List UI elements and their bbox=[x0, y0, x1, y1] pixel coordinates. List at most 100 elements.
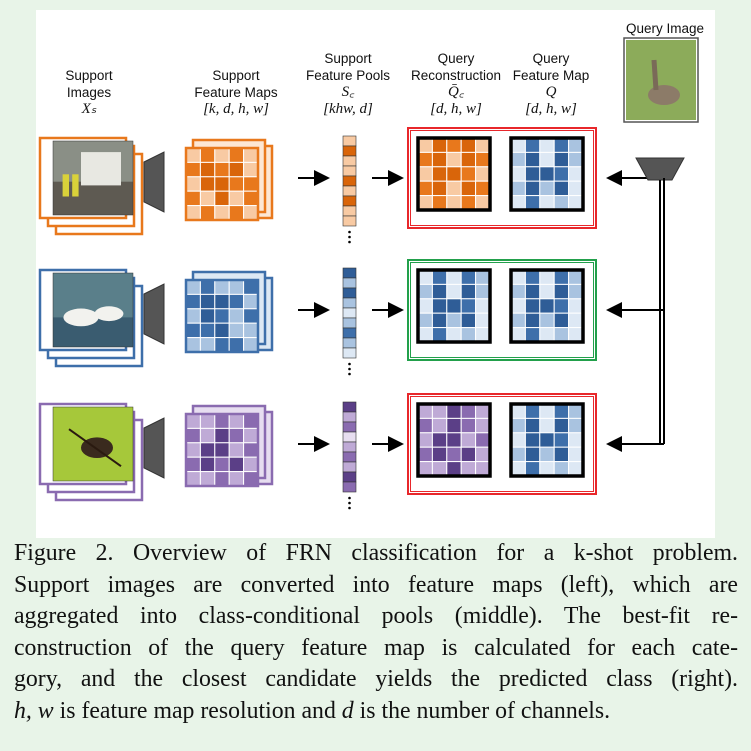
feature-cell bbox=[510, 446, 526, 463]
feature-cell bbox=[214, 442, 230, 458]
feature-cell bbox=[431, 151, 448, 168]
feature-cell bbox=[510, 403, 526, 419]
feature-cell bbox=[199, 471, 216, 487]
feature-cell bbox=[524, 327, 541, 343]
feature-cell bbox=[475, 403, 491, 419]
pool-cell bbox=[342, 421, 357, 433]
caption-math-hw: h, w bbox=[14, 697, 54, 724]
feature-cell bbox=[524, 180, 541, 197]
feature-cell bbox=[475, 195, 491, 211]
pool-cell bbox=[342, 431, 357, 443]
grid-border bbox=[509, 402, 585, 478]
feature-cell bbox=[417, 137, 433, 153]
ellipsis-dot bbox=[348, 496, 351, 500]
label-query-feature-map: Query Feature Map Q [d, h, w] bbox=[506, 50, 596, 118]
feature-cell bbox=[214, 427, 230, 444]
feature-cell bbox=[460, 151, 477, 168]
feature-cell bbox=[553, 180, 570, 197]
feature-cell bbox=[228, 190, 245, 207]
feature-cell bbox=[214, 293, 230, 310]
feature-cell bbox=[185, 176, 201, 192]
feature-cell bbox=[553, 166, 570, 182]
ellipsis-dot bbox=[348, 372, 351, 376]
query-reconstruction-map bbox=[416, 402, 492, 478]
feature-cell bbox=[228, 322, 245, 339]
ellipsis-dot bbox=[348, 501, 351, 505]
pool-cell bbox=[342, 215, 357, 227]
label-shape: [khw, d] bbox=[323, 101, 373, 117]
feature-cell bbox=[553, 327, 570, 343]
feature-cell bbox=[214, 279, 230, 295]
pool-cell bbox=[342, 317, 357, 329]
feature-cell bbox=[228, 427, 245, 444]
query-encoder-icon bbox=[635, 157, 685, 181]
ellipsis-dot bbox=[348, 362, 351, 366]
frn-diagram bbox=[38, 37, 699, 510]
query-reconstruction-map bbox=[416, 268, 492, 344]
grid-border bbox=[509, 268, 585, 344]
feature-cell bbox=[199, 190, 216, 207]
feature-cell bbox=[524, 417, 541, 434]
query-photo-bg bbox=[626, 40, 696, 120]
feature-cell bbox=[431, 283, 448, 300]
label-line: Reconstruction bbox=[410, 68, 502, 83]
feature-cell bbox=[431, 180, 448, 197]
feature-cell bbox=[446, 312, 462, 329]
feature-cell bbox=[185, 279, 201, 295]
result-box bbox=[407, 393, 597, 495]
feature-cell bbox=[475, 180, 491, 197]
feature-cell bbox=[199, 176, 216, 192]
feature-cell bbox=[539, 446, 555, 463]
query-reconstruction-map bbox=[416, 136, 492, 212]
beetle-photo bbox=[52, 406, 134, 482]
pool-cell bbox=[342, 461, 357, 473]
ellipsis-dot bbox=[348, 506, 351, 510]
feature-cell bbox=[417, 327, 433, 343]
label-line: Support bbox=[212, 68, 260, 83]
feature-cell bbox=[431, 446, 448, 463]
feature-cell bbox=[475, 312, 491, 329]
feature-cell bbox=[539, 137, 555, 153]
feature-cell bbox=[214, 413, 230, 429]
feature-cell bbox=[510, 195, 526, 211]
feature-cell bbox=[228, 413, 245, 429]
feature-cell bbox=[510, 312, 526, 329]
feature-cell bbox=[539, 417, 555, 434]
figure-panel: Support Images Xₛ Support Feature Maps [… bbox=[36, 10, 715, 538]
feature-cell bbox=[417, 269, 433, 285]
feature-cell bbox=[539, 269, 555, 285]
caption-line-6: h, w is feature map resolution and d is … bbox=[14, 696, 738, 728]
feature-cell bbox=[539, 432, 555, 448]
pool-cell bbox=[342, 297, 357, 309]
feature-cell bbox=[524, 298, 541, 314]
feature-cell bbox=[214, 205, 230, 221]
feature-cell bbox=[214, 190, 230, 207]
label-support-feature-pools: Support Feature Pools S꜀ [khw, d] bbox=[298, 50, 398, 118]
label-line: Query bbox=[532, 51, 570, 66]
feature-cell bbox=[553, 137, 570, 153]
feature-cell bbox=[199, 442, 216, 458]
feature-cell bbox=[553, 312, 570, 329]
feature-cell bbox=[417, 195, 433, 211]
figure-caption: Figure 2. Overview of FRN classification… bbox=[14, 538, 738, 728]
feature-cell bbox=[553, 195, 570, 211]
feature-cell bbox=[510, 166, 526, 182]
truck-body-shape bbox=[81, 152, 121, 186]
feature-cell bbox=[185, 322, 201, 339]
photo-border bbox=[52, 140, 134, 216]
feature-cell bbox=[185, 442, 201, 458]
row-beetle bbox=[38, 393, 664, 510]
feature-cell bbox=[553, 269, 570, 285]
grid-border bbox=[509, 136, 585, 212]
feature-cell bbox=[460, 298, 477, 314]
feature-cell bbox=[460, 327, 477, 343]
goose-shape bbox=[94, 306, 124, 322]
feature-cell bbox=[475, 417, 491, 434]
ellipsis-dot bbox=[348, 240, 351, 244]
feature-cell bbox=[446, 166, 462, 182]
feature-cell bbox=[185, 293, 201, 310]
feature-cell bbox=[243, 442, 259, 458]
feature-cell bbox=[524, 166, 541, 182]
feature-cell bbox=[431, 403, 448, 419]
label-line: Query Image bbox=[625, 21, 705, 36]
